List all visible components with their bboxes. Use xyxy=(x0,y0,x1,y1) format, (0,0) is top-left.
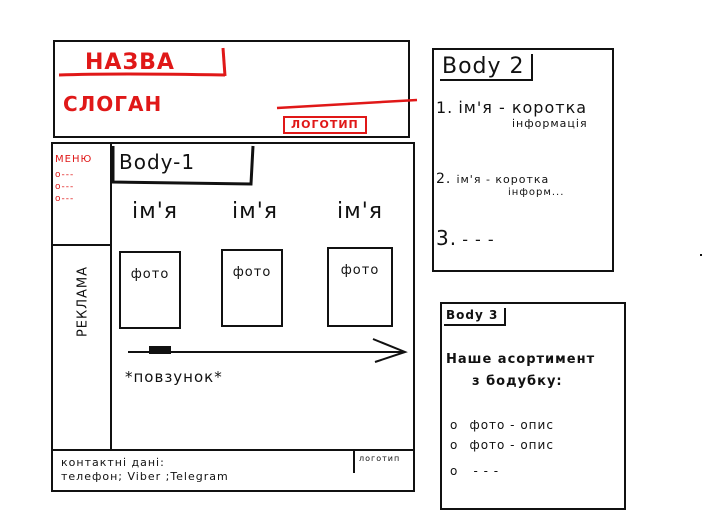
body2-item-sub: інформація xyxy=(512,117,588,130)
sidebar-divider xyxy=(110,144,112,451)
menu-item[interactable]: о--- xyxy=(55,194,75,204)
card-photo-text: фото xyxy=(232,265,272,280)
slider-arrow[interactable] xyxy=(53,144,417,494)
body3-item-text: - - - xyxy=(473,464,500,478)
site-title[interactable]: НАЗВА xyxy=(85,50,175,75)
header-panel: НАЗВА СЛОГАН ЛОГОТИП xyxy=(53,40,418,138)
body3-heading-sub: з бодубку: xyxy=(472,374,563,389)
menu-label[interactable]: МЕНЮ xyxy=(55,154,93,165)
sidebar-menu: МЕНЮ о--- о--- о--- xyxy=(55,154,109,205)
card-photo: фото xyxy=(327,247,393,327)
body3-label: Body 3 xyxy=(444,308,507,326)
body3-list-item[interactable]: o фото - опис xyxy=(450,434,554,453)
body1-label-frame xyxy=(111,145,255,186)
body2-item-title: - - - xyxy=(462,230,495,249)
body3-list-item[interactable]: o - - - xyxy=(450,460,499,479)
card-name: ім'я xyxy=(232,199,278,224)
body2-label: Body 2 xyxy=(440,54,533,81)
bullet-icon: o xyxy=(450,418,459,432)
site-slogan: СЛОГАН xyxy=(63,92,163,116)
card-photo-text: фото xyxy=(130,267,170,282)
body2-item-title: ім'я - коротка xyxy=(458,98,588,117)
body1-label: Body-1 xyxy=(119,150,196,174)
cards-row: ім'я фото ім'я фото ім'я фото xyxy=(115,199,415,339)
main-frame: МЕНЮ о--- о--- о--- РЕКЛАМА Body-1 ім'я … xyxy=(51,142,415,492)
body2-panel: Body 2 1. ім'я - коротка інформація 2. і… xyxy=(432,48,614,272)
body3-panel: Body 3 Наше асортимент з бодубку: o фото… xyxy=(440,302,626,510)
footer-divider xyxy=(53,449,415,451)
body2-item-index: 2. xyxy=(436,171,452,187)
body3-item-text: фото - опис xyxy=(469,418,554,432)
header-logo[interactable]: ЛОГОТИП xyxy=(283,116,367,134)
card[interactable]: ім'я фото xyxy=(315,199,405,329)
card-photo-text: фото xyxy=(340,263,380,278)
title-underline xyxy=(58,47,227,77)
body2-item-index: 1. xyxy=(436,98,454,117)
card-photo: фото xyxy=(221,249,283,327)
card-name: ім'я xyxy=(337,199,383,224)
body2-item[interactable]: 3. - - - xyxy=(436,226,612,250)
stray-dot xyxy=(700,254,702,256)
card[interactable]: ім'я фото xyxy=(115,199,195,329)
body3-item-text: фото - опис xyxy=(469,438,554,452)
footer-logo-divider xyxy=(353,451,355,473)
card[interactable]: ім'я фото xyxy=(215,199,295,329)
menu-item[interactable]: о--- xyxy=(55,170,75,180)
menu-item[interactable]: о--- xyxy=(55,182,75,192)
body2-item-title: ім'я - коротка xyxy=(456,173,550,186)
footer-contacts[interactable]: телефон; Viber ;Telegram xyxy=(61,470,229,483)
body2-item-index: 3. xyxy=(436,226,458,250)
slider-label: *повзунок* xyxy=(125,368,223,386)
card-photo: фото xyxy=(119,251,181,329)
body2-item[interactable]: 1. ім'я - коротка інформація xyxy=(436,98,612,130)
body3-list-item[interactable]: o фото - опис xyxy=(450,414,554,433)
logo-swoosh xyxy=(276,98,418,110)
bullet-icon: o xyxy=(450,464,459,478)
card-name: ім'я xyxy=(132,199,178,224)
body2-item-sub: інформ... xyxy=(508,187,565,198)
body2-item[interactable]: 2. ім'я - коротка інформ... xyxy=(436,168,612,198)
footer-contacts-heading: контактні дані: xyxy=(61,456,165,469)
footer-logo[interactable]: логотип xyxy=(359,454,401,463)
body3-heading: Наше асортимент xyxy=(446,352,596,367)
bullet-icon: o xyxy=(450,438,459,452)
menu-ad-divider xyxy=(53,244,110,246)
